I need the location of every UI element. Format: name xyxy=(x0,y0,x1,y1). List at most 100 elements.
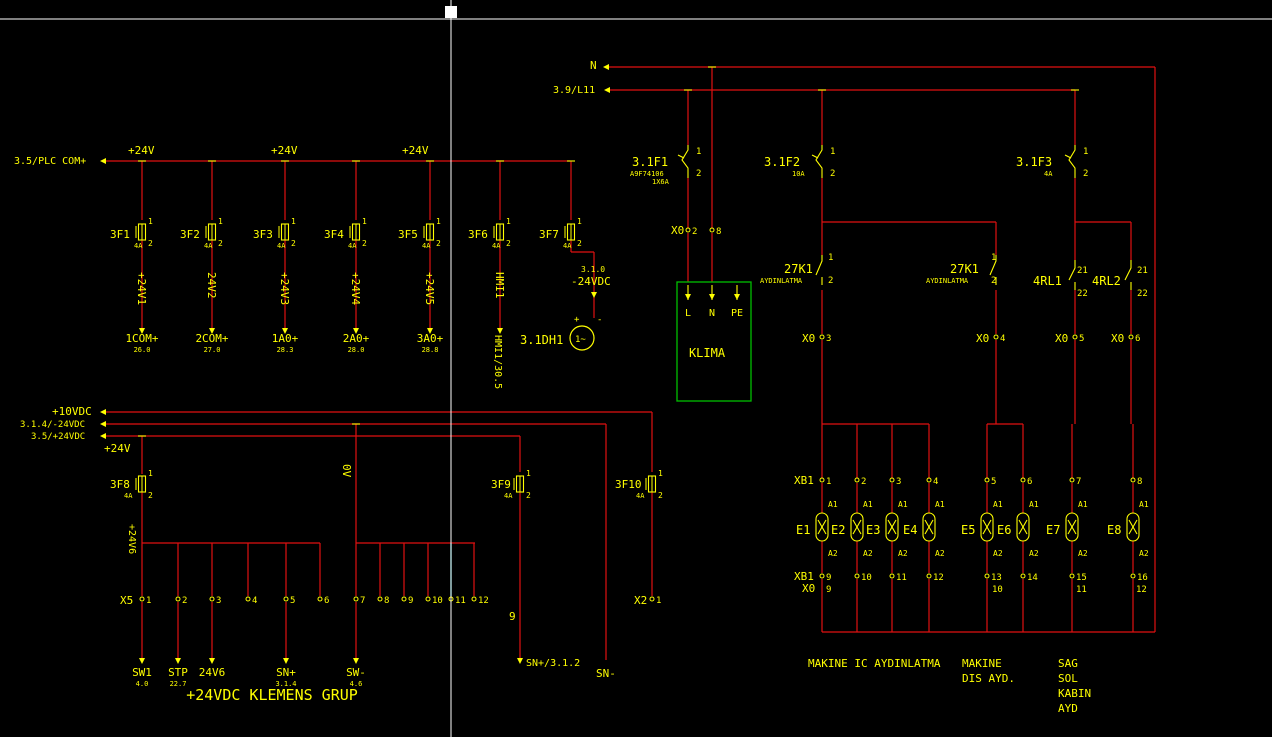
dh1-minus: - xyxy=(597,315,602,325)
pin-label: 1 xyxy=(991,253,996,263)
arrow-down-icon xyxy=(734,294,740,300)
fuse-tag: 3F6 xyxy=(468,228,488,241)
term-num: 1 xyxy=(656,596,661,606)
pin-label: 1 xyxy=(830,147,835,157)
terminal-icon xyxy=(926,573,932,579)
arrow-left-icon xyxy=(100,421,106,427)
x0-label: X0 xyxy=(1111,332,1124,345)
pin-label: A2 xyxy=(935,549,945,558)
dh1-tag: 3.1DH1 xyxy=(520,333,563,347)
breaker-info: 4A xyxy=(1044,170,1053,178)
term-num: 5 xyxy=(290,596,295,606)
terminal-icon xyxy=(1072,334,1078,340)
pin-label: 2 xyxy=(658,491,663,500)
arrow-left-icon xyxy=(100,433,106,439)
pin-label: A1 xyxy=(898,500,908,509)
wire-number: 0V xyxy=(340,464,353,478)
n-label: N xyxy=(590,59,597,72)
fuse-rating: 4A xyxy=(124,492,133,500)
terminal-icon xyxy=(854,573,860,579)
pin-label: 2 xyxy=(526,491,531,500)
term-num: 7 xyxy=(1076,477,1081,487)
v24-label-a: +24V xyxy=(128,144,155,157)
v24-label-c: +24V xyxy=(402,144,429,157)
group-title: +24VDC KLEMENS GRUP xyxy=(186,686,358,704)
arrow-left-icon xyxy=(100,158,106,164)
output-ref: 4.6 xyxy=(350,680,363,688)
terminal-icon xyxy=(889,477,895,483)
caption-sag: SAG xyxy=(1058,657,1078,670)
lamp-tag: E2 xyxy=(831,523,845,537)
pin-label: 2 xyxy=(991,276,996,286)
arrow-down-icon xyxy=(139,328,145,334)
terminal-icon xyxy=(649,596,655,602)
wires xyxy=(106,66,1156,660)
contact-tag: 27K1 xyxy=(950,262,979,276)
output-label: 24V6 xyxy=(199,666,226,679)
caption-sag: SOL xyxy=(1058,672,1078,685)
output-label: SW1 xyxy=(132,666,152,679)
term-num: 1 xyxy=(146,596,151,606)
caption-sag: AYD xyxy=(1058,702,1078,715)
term-num: 5 xyxy=(991,477,996,487)
lamp-cross xyxy=(982,519,992,535)
terminal-icon xyxy=(139,596,145,602)
output-label: 2COM+ xyxy=(195,332,228,345)
term-num: 11 xyxy=(896,573,907,583)
fuse-tag: 3F3 xyxy=(253,228,273,241)
pin-label: 22 xyxy=(1137,289,1148,299)
term-num: 12 xyxy=(478,596,489,606)
klima-box xyxy=(676,281,752,402)
dh1-device-icon xyxy=(569,325,595,351)
dh1-symbol: 1~ xyxy=(575,335,586,345)
texts: 3.5/PLC COM++24V+24V+24V3F14A12+24V11COM… xyxy=(14,59,1149,715)
term-num: 4 xyxy=(933,477,938,487)
terminal-icon xyxy=(317,596,323,602)
pin-label: 1 xyxy=(148,469,153,478)
pin-label: 21 xyxy=(1137,266,1148,276)
pin-label: 1 xyxy=(526,469,531,478)
lamp-icon xyxy=(885,512,899,542)
lamp-tag: E8 xyxy=(1107,523,1121,537)
term-num: 2 xyxy=(861,477,866,487)
caption-makine-ic: MAKINE IC AYDINLATMA xyxy=(808,657,941,670)
dh1-plus: + xyxy=(574,315,580,325)
term-num: 9 xyxy=(826,585,831,595)
arrow-down-icon xyxy=(591,292,597,298)
term-num: 5 xyxy=(1079,334,1084,344)
terminal-icon xyxy=(993,334,999,340)
pin-label: 1 xyxy=(577,217,582,226)
lamp-icon xyxy=(1126,512,1140,542)
contact-icon xyxy=(815,255,823,276)
fuse-rating: 4A xyxy=(422,242,431,250)
terminal-icon xyxy=(819,334,825,340)
fuse-tag: 3F9 xyxy=(491,478,511,491)
terminal-icon xyxy=(283,596,289,602)
term-num: 12 xyxy=(933,573,944,583)
pin-label: 1 xyxy=(506,217,511,226)
pin-label: 21 xyxy=(1077,266,1088,276)
dh1-ref: 3.1.0 xyxy=(581,265,605,274)
fuse-rating: 4A xyxy=(204,242,213,250)
terminal-icon xyxy=(245,596,251,602)
terminal-icon xyxy=(377,596,383,602)
lamp-cross xyxy=(1018,519,1028,535)
term-num: 3 xyxy=(826,334,831,344)
x2-label: X2 xyxy=(634,594,647,607)
klima-pin-label: N xyxy=(709,308,715,319)
x0-label: X0 xyxy=(976,332,989,345)
term-num: 14 xyxy=(1027,573,1038,583)
plc-com-label: 3.5/PLC COM+ xyxy=(14,156,86,167)
lamp-cross xyxy=(1128,519,1138,535)
pin-label: A2 xyxy=(828,549,838,558)
relay-tag: 4RL2 xyxy=(1092,274,1121,288)
term-num: 6 xyxy=(1027,477,1032,487)
pin-label: 2 xyxy=(696,169,701,179)
arrow-down-icon xyxy=(209,328,215,334)
v24-label-b: +24V xyxy=(271,144,298,157)
relay-tag: 4RL1 xyxy=(1033,274,1062,288)
contact-sub: AYDINLATMA xyxy=(760,277,803,285)
output-label: SW- xyxy=(346,666,366,679)
plus24in-label: 3.5/+24VDC xyxy=(31,432,85,442)
